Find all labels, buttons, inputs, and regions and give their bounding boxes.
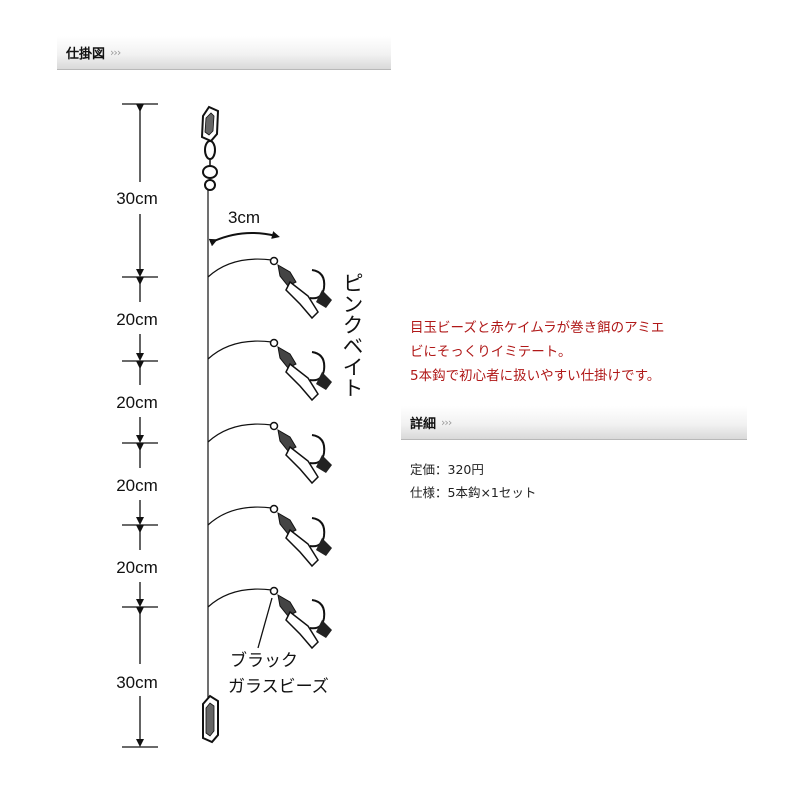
section-header-details: 詳細 ››› (401, 406, 747, 440)
description-line: 目玉ビーズと赤ケイムラが巻き餌のアミエ (410, 320, 665, 336)
snap-swivel-icon (200, 105, 220, 191)
branch-length-arrow (208, 231, 280, 247)
spec-configuration: 仕様：5本鈎×1セット (410, 485, 537, 500)
description-line: 5本鈎で初心者に扱いやすい仕掛けです。 (410, 368, 661, 384)
branch-hook-1 (207, 256, 332, 320)
branch-hook-2 (207, 338, 332, 402)
segment-length-label: 20cm (116, 558, 158, 577)
segment-length-label: 20cm (116, 393, 158, 412)
segment-length-label: 30cm (116, 189, 158, 208)
hook-icon (309, 599, 326, 630)
segment-length-label: 20cm (116, 310, 158, 329)
hook-icon (309, 434, 326, 465)
product-specs: 定価：320円 仕様：5本鈎×1セット (410, 458, 536, 504)
hook-icon (309, 517, 326, 548)
product-description: 目玉ビーズと赤ケイムラが巻き餌のアミエ ビにそっくりイミテート。 5本鈎で初心者… (410, 316, 750, 388)
section-header-rig-diagram: 仕掛図 ››› (57, 36, 391, 70)
section-title: 詳細 (410, 417, 437, 432)
branch-hook-5 (207, 586, 332, 650)
snap-icon (202, 694, 219, 744)
chevron-right-icon: ››› (441, 416, 452, 429)
spec-price: 定価：320円 (410, 462, 484, 477)
chevron-right-icon: ››› (110, 46, 121, 59)
hook-icon (309, 351, 326, 382)
bead-pointer-line (257, 597, 273, 649)
bait-label: ピンクベイト (340, 272, 364, 398)
bead-label-line2: ガラスビーズ (228, 677, 329, 697)
segment-length-label: 20cm (116, 476, 158, 495)
branch-hook-3 (207, 421, 332, 485)
branch-hook-4 (207, 504, 332, 568)
segment-length-label: 30cm (116, 673, 158, 692)
section-title: 仕掛図 (66, 47, 106, 62)
bead-label-line1: ブラック (230, 650, 298, 671)
branch-length-label: 3cm (228, 208, 260, 227)
description-line: ビにそっくりイミテート。 (410, 344, 572, 360)
hook-icon (309, 269, 326, 300)
